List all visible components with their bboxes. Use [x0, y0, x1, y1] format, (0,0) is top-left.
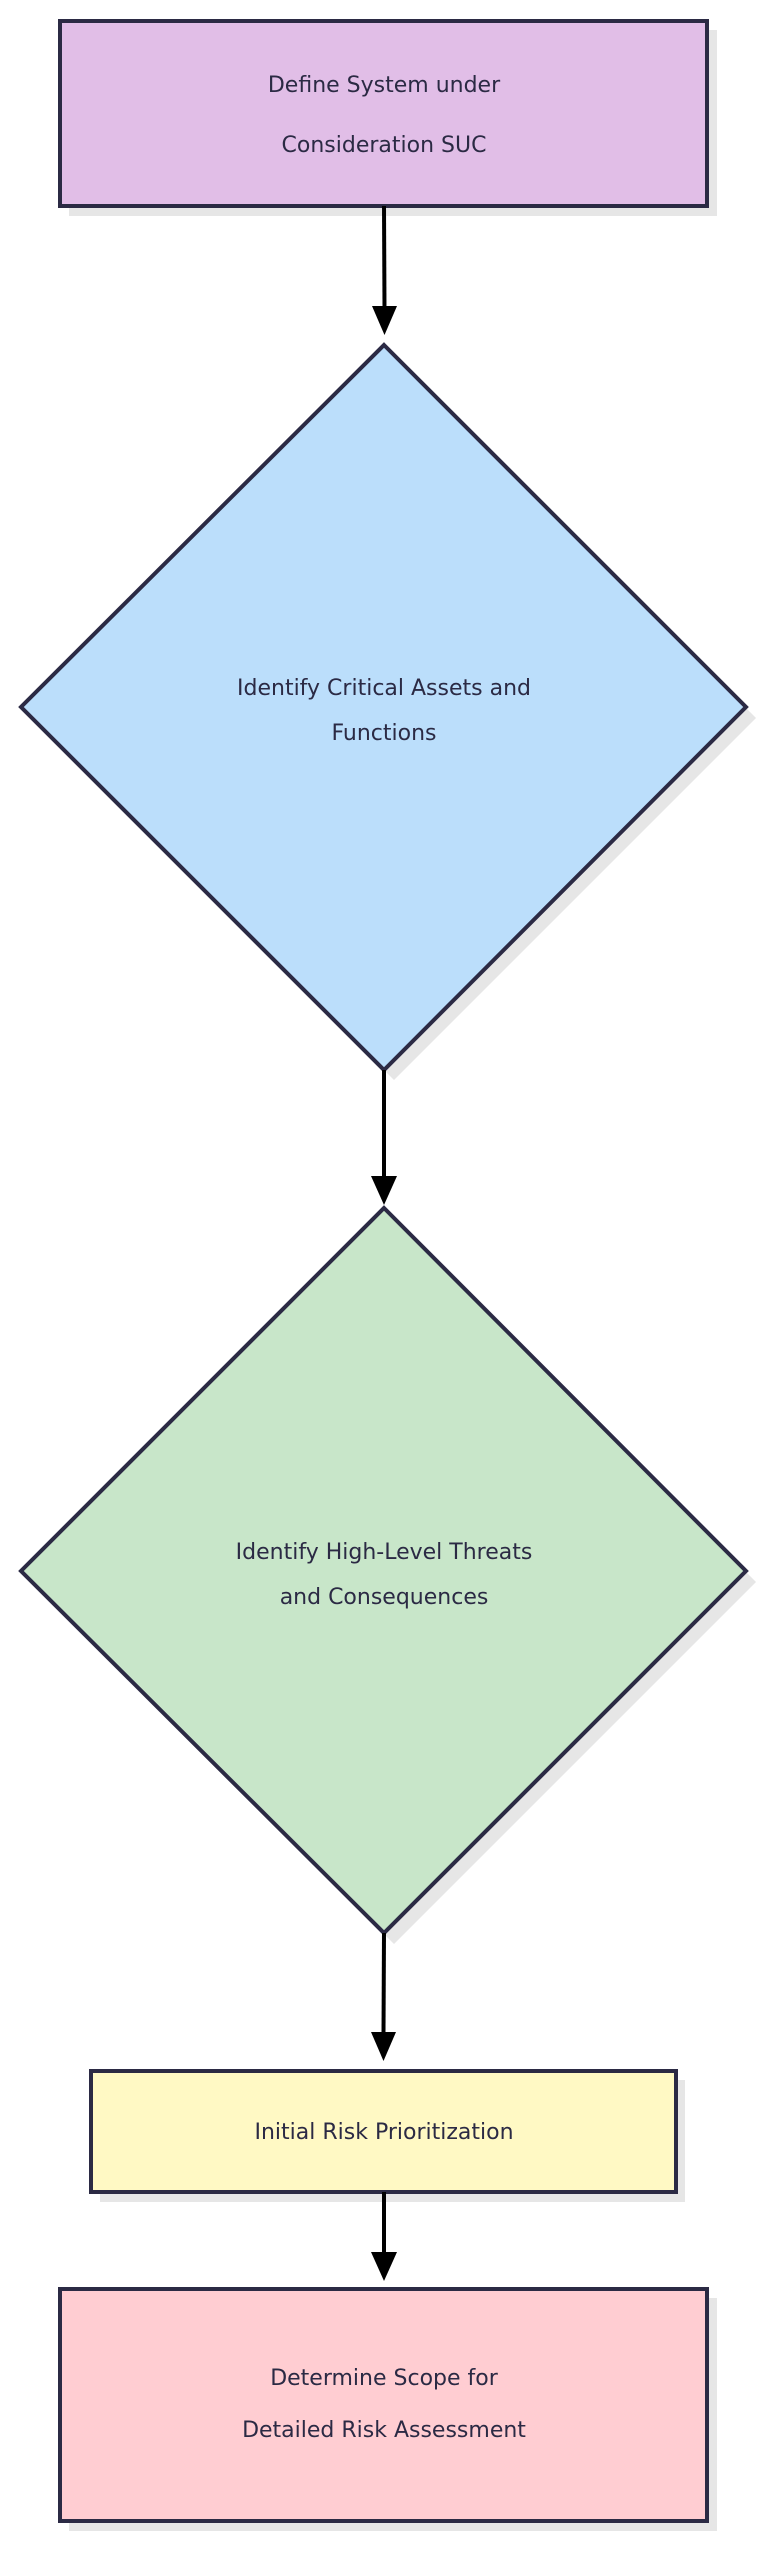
arrow-head-icon [372, 306, 397, 335]
node-label-line: Identify Critical Assets and [237, 676, 531, 701]
node-label-line: Determine Scope for [270, 2366, 499, 2391]
edge-3 [371, 1932, 396, 2061]
edge-line [382, 205, 387, 309]
node-label-line: Consideration SUC [282, 133, 487, 158]
node-label-line: Initial Risk Prioritization [254, 2120, 513, 2145]
node-diamond [18, 1205, 749, 1936]
node-label-line: Identify High-Level Threats [236, 1540, 533, 1565]
node-label-line: Define System under [268, 73, 501, 98]
arrow-head-icon [371, 2252, 397, 2281]
node-identify-threats: Identify High-Level Threats and Conseque… [18, 1205, 756, 1944]
edge-line [381, 1932, 386, 2035]
node-label-line: Functions [331, 721, 436, 746]
edge-1 [372, 205, 397, 335]
node-identify-assets: Identify Critical Assets and Functions [18, 342, 756, 1080]
node-label-line: and Consequences [280, 1585, 489, 1610]
node-box [58, 2287, 709, 2523]
node-define-suc: Define System under Consideration SUC [58, 19, 717, 216]
arrow-head-icon [371, 2032, 396, 2061]
node-box [58, 19, 709, 208]
edge-4 [371, 2192, 397, 2281]
node-determine-scope: Determine Scope for Detailed Risk Assess… [58, 2287, 717, 2531]
edge-2 [371, 1070, 397, 1205]
arrow-head-icon [371, 1176, 397, 1205]
node-label-line: Detailed Risk Assessment [242, 2418, 526, 2443]
node-risk-prioritization: Initial Risk Prioritization [89, 2069, 685, 2202]
node-diamond [18, 342, 749, 1073]
